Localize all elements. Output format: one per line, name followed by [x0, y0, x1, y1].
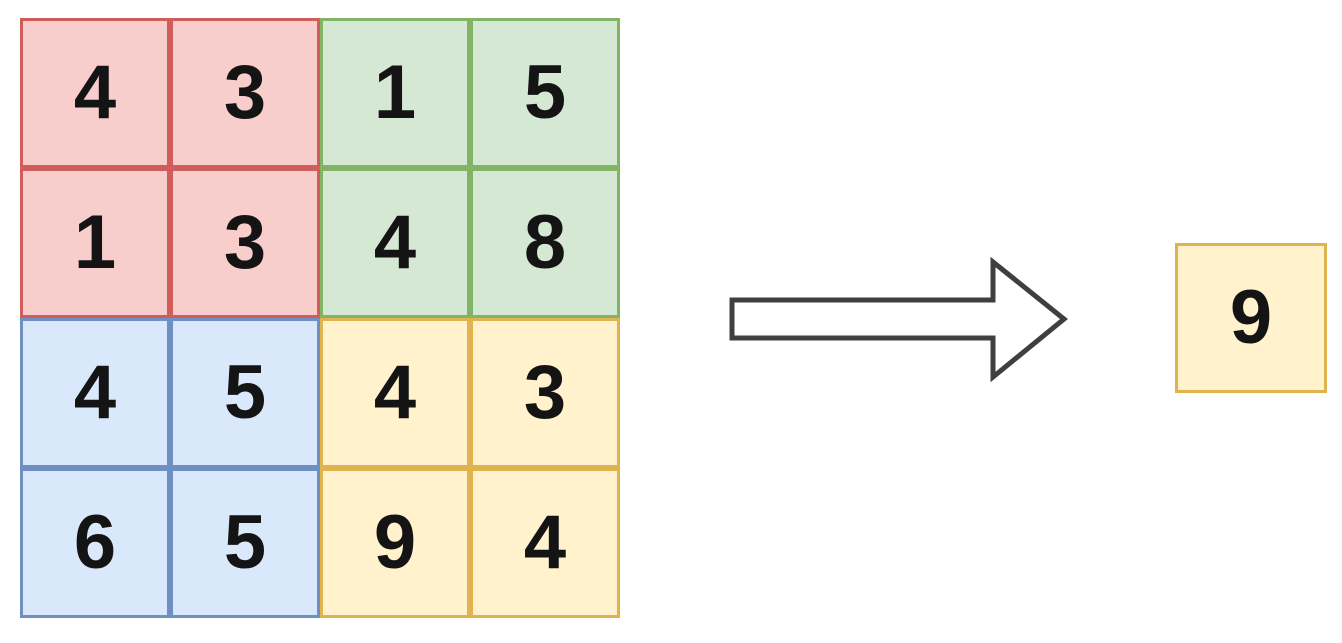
grid-cell-r1c3-green: 8: [470, 168, 620, 318]
grid-cell-r1c2-green: 4: [320, 168, 470, 318]
grid-cell-r1c0-red: 1: [20, 168, 170, 318]
output-value: 9: [1229, 275, 1273, 360]
grid-cell-r2c2-yellow: 4: [320, 318, 470, 468]
grid-cell-r3c2-yellow: 9: [320, 468, 470, 618]
output-cell: 9: [1175, 243, 1327, 393]
grid-cell-r2c3-yellow: 3: [470, 318, 620, 468]
grid-cell-r3c0-blue: 6: [20, 468, 170, 618]
grid-cell-r0c2-green: 1: [320, 18, 470, 168]
grid-cell-r3c1-blue: 5: [170, 468, 320, 618]
right-arrow-shape: [729, 256, 1068, 383]
grid-cell-r1c1-red: 3: [170, 168, 320, 318]
grid-cell-r0c0-red: 4: [20, 18, 170, 168]
grid-cell-r0c1-red: 3: [170, 18, 320, 168]
grid-cell-r2c0-blue: 4: [20, 318, 170, 468]
right-arrow-icon: [729, 256, 1068, 383]
grid-cell-r0c3-green: 5: [470, 18, 620, 168]
grid-cell-r3c3-yellow: 4: [470, 468, 620, 618]
grid-cell-r2c1-blue: 5: [170, 318, 320, 468]
